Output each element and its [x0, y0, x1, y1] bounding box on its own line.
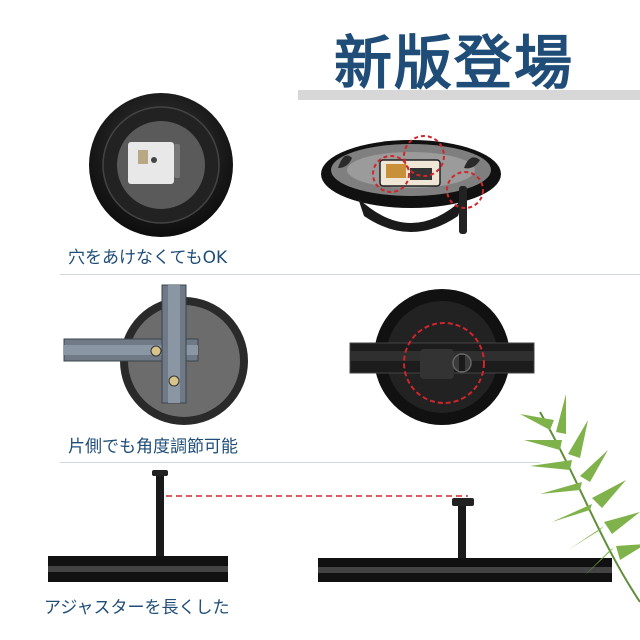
section-divider: [60, 274, 640, 275]
caption-longer-adjuster: アジャスターを長くした: [44, 598, 230, 618]
adjuster-length-comparison-image: [48, 470, 612, 582]
title-underbar: [298, 90, 640, 100]
caption-no-drilling: 穴をあけなくてもOK: [68, 248, 228, 268]
angled-rail-mount-image: [63, 284, 248, 425]
round-mount-bottom-image: [89, 93, 233, 237]
rail-mount-front-image: [349, 289, 535, 425]
palm-leaf-decoration: [520, 394, 640, 603]
page-title: 新版登場: [334, 29, 575, 97]
lamp-base-socket-image: [321, 135, 501, 234]
section-divider: [60, 462, 540, 463]
caption-angle-adjust: 片側でも角度調節可能: [68, 437, 238, 457]
